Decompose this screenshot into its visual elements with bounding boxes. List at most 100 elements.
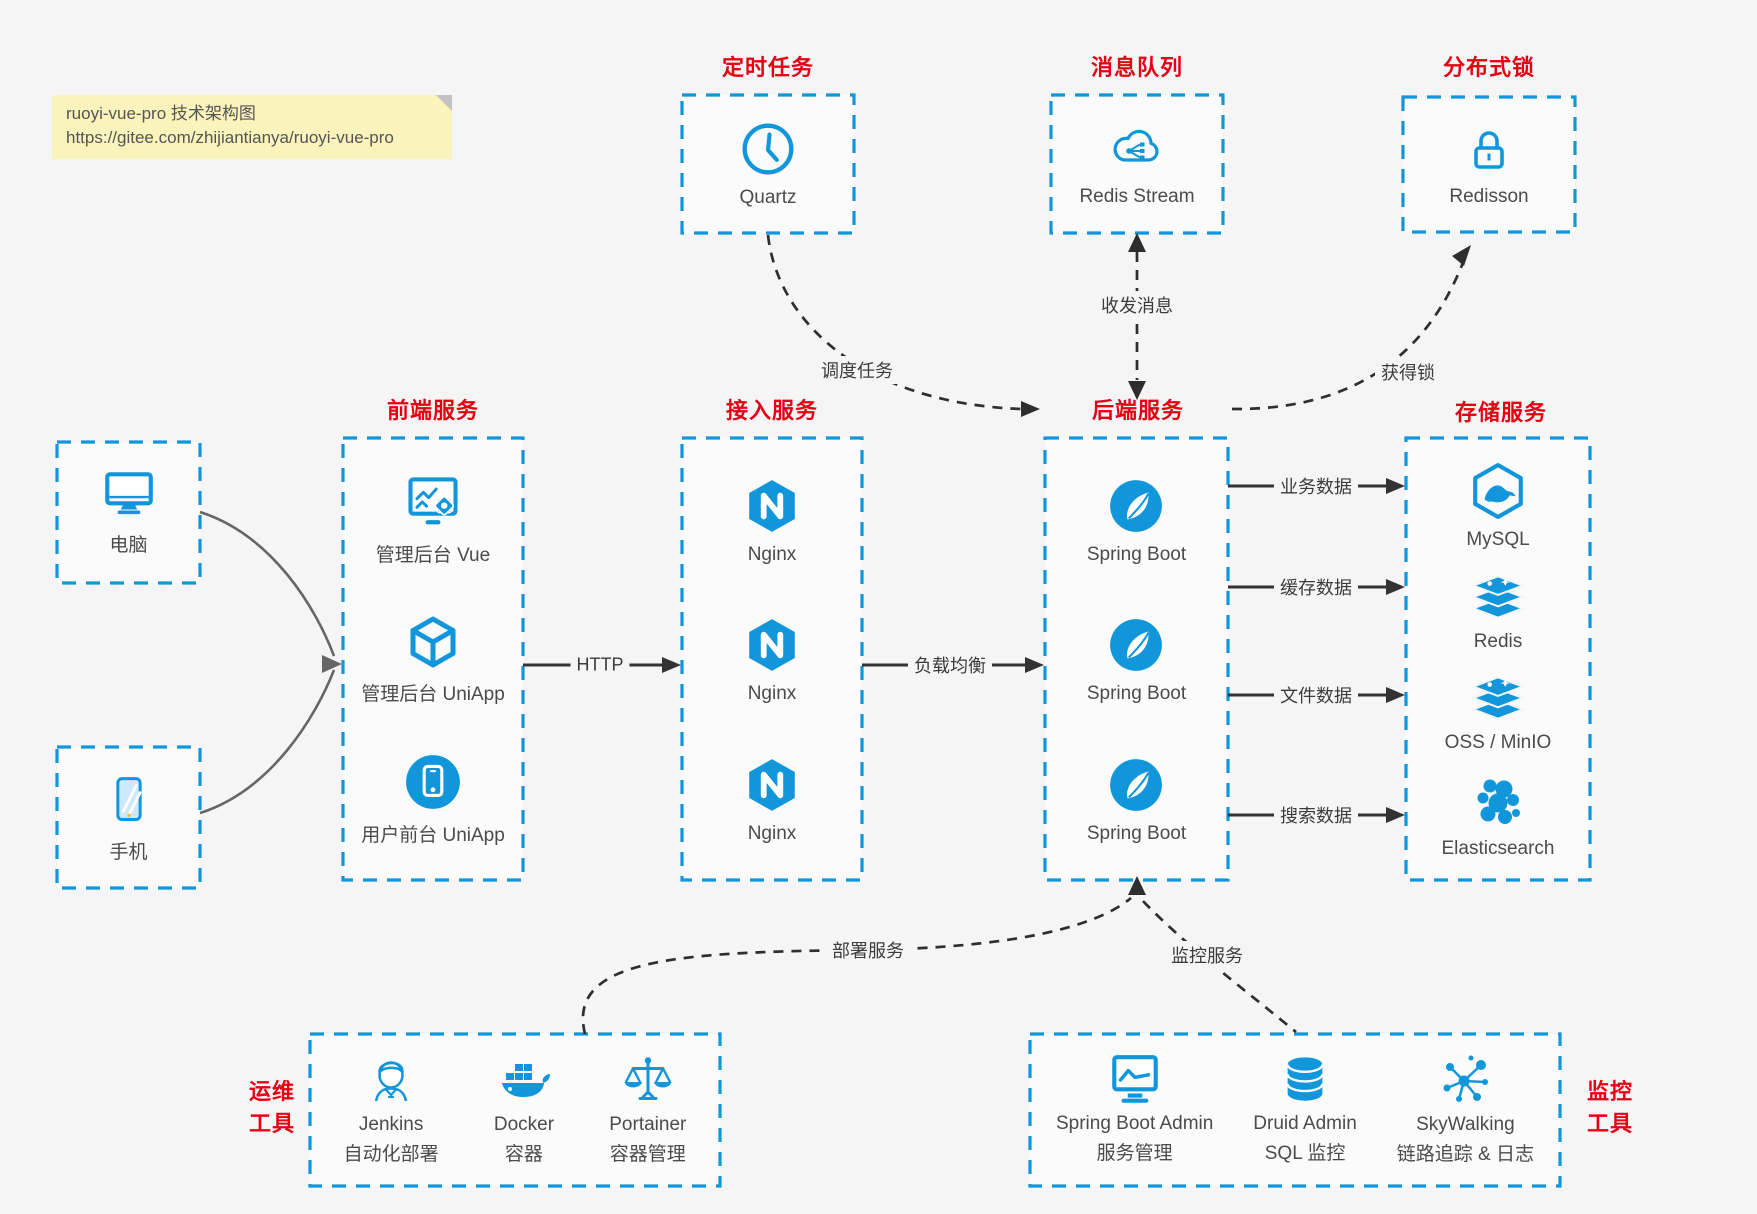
client-arrowhead — [322, 655, 342, 673]
frontend-column: 管理后台 Vue 管理后台 UniApp 用户前台 UniApp — [343, 438, 523, 880]
cloud-stream-icon — [1113, 129, 1159, 162]
node-label: Redis Stream — [1079, 185, 1195, 207]
edge-label-cache-data: 缓存数据 — [1274, 573, 1358, 601]
title-backend: 后端服务 — [1091, 398, 1185, 423]
gateway-node: Nginx — [743, 616, 801, 705]
frontend-node-uniapp-user: 用户前台 UniApp — [361, 753, 505, 847]
tool-desc: 自动化部署 — [343, 1144, 439, 1165]
title-lock: 分布式锁 — [1442, 55, 1536, 80]
tool-name: Portainer — [609, 1114, 687, 1135]
node-label: Nginx — [747, 683, 797, 705]
node-label: Spring Boot — [1086, 822, 1187, 844]
node-label: 管理后台 Vue — [375, 545, 491, 567]
edge-label-search-data: 搜索数据 — [1274, 801, 1358, 829]
nginx-icon — [749, 480, 795, 533]
frontend-node-vue: 管理后台 Vue — [376, 475, 490, 567]
node-label: Spring Boot — [1086, 544, 1187, 566]
node-label: OSS / MinIO — [1444, 732, 1552, 754]
tool-desc: 链路追踪 & 日志 — [1396, 1144, 1534, 1165]
edge-label-monitor: 监控服务 — [1165, 941, 1249, 969]
spring-icon — [1110, 758, 1163, 811]
gateway-node: Nginx — [743, 477, 801, 566]
tool-desc: SQL 监控 — [1264, 1143, 1346, 1164]
storage-node-oss: OSS / MinIO — [1444, 673, 1552, 754]
title-storage: 存储服务 — [1454, 400, 1548, 425]
client-label: 手机 — [109, 841, 148, 863]
client-label: 电脑 — [109, 534, 148, 556]
node-label: MySQL — [1466, 529, 1530, 551]
clock-icon — [742, 123, 794, 174]
backend-node: Spring Boot — [1087, 616, 1186, 705]
desktop-icon — [104, 471, 153, 514]
redis-stack-icon — [1470, 574, 1526, 619]
title-scheduler: 定时任务 — [721, 55, 815, 80]
mq-node: Redis Stream — [1051, 95, 1223, 233]
ops-node-jenkins: Jenkins 自动化部署 — [344, 1052, 439, 1168]
druid-icon — [1286, 1057, 1324, 1101]
deploy-curve — [581, 896, 1132, 1035]
pc-client-node: 电脑 — [57, 442, 200, 583]
docker-icon — [501, 1064, 550, 1097]
backend-node: Spring Boot — [1087, 756, 1186, 845]
lock-node: Redisson — [1403, 97, 1575, 232]
edge-label-business-data: 业务数据 — [1274, 472, 1358, 500]
backend-column: Spring Boot Spring Boot Spring Boot — [1045, 438, 1228, 880]
title-frontend: 前端服务 — [386, 398, 480, 423]
mobile-client-node: 手机 — [57, 747, 200, 888]
node-label: Redisson — [1449, 186, 1529, 207]
redis-stack-icon — [1470, 676, 1526, 721]
portainer-icon — [624, 1057, 672, 1100]
monitor-tools-group: Spring Boot Admin 服务管理 Druid Admin SQL 监… — [1030, 1034, 1560, 1186]
spring-boot-admin-icon — [1111, 1055, 1158, 1103]
edge-label-load-balance: 负载均衡 — [908, 651, 992, 679]
node-label: Spring Boot — [1086, 683, 1187, 705]
storage-node-elasticsearch: Elasticsearch — [1442, 775, 1555, 860]
spring-icon — [1110, 480, 1163, 533]
gear-glyph — [434, 496, 454, 516]
spring-icon — [1110, 619, 1163, 672]
skywalking-icon — [1443, 1055, 1489, 1102]
ops-tools-group: Jenkins 自动化部署 Docker 容器 Portainer — [310, 1034, 720, 1186]
lock-curve — [1231, 259, 1466, 411]
tool-desc: 容器管理 — [609, 1144, 686, 1165]
node-label: Redis — [1473, 630, 1523, 652]
uniapp-cube-icon — [410, 616, 456, 668]
storage-node-redis: Redis — [1469, 572, 1527, 653]
tool-desc: 容器 — [504, 1144, 543, 1165]
elasticsearch-icon — [1477, 779, 1520, 824]
tool-name: Druid Admin — [1253, 1113, 1357, 1134]
storage-column: MySQL Redis OSS / MinIO — [1406, 438, 1590, 880]
title-gateway: 接入服务 — [725, 398, 819, 423]
lock-icon — [1474, 131, 1504, 169]
nginx-icon — [749, 758, 795, 811]
note-fold-corner — [436, 95, 452, 111]
edge-label-file-data: 文件数据 — [1274, 681, 1358, 709]
monitor-node-druid: Druid Admin SQL 监控 — [1253, 1053, 1357, 1167]
edge-label-http: HTTP — [570, 653, 630, 677]
node-label: Elasticsearch — [1441, 837, 1555, 859]
note-url: https://gitee.com/zhijiantianya/ruoyi-vu… — [66, 128, 394, 147]
gateway-column: Nginx Nginx Nginx — [682, 438, 862, 880]
title-mq: 消息队列 — [1090, 55, 1184, 80]
mysql-icon — [1473, 463, 1523, 520]
storage-node-mysql: MySQL — [1466, 462, 1530, 551]
edge-label-schedule: 调度任务 — [815, 356, 899, 384]
monitor-node-skywalking: SkyWalking 链路追踪 & 日志 — [1397, 1052, 1534, 1168]
sticky-note: ruoyi-vue-pro 技术架构图 https://gitee.com/zh… — [52, 95, 452, 159]
edge-label-message: 收发消息 — [1095, 291, 1179, 319]
backend-node: Spring Boot — [1087, 477, 1186, 566]
node-label: 用户前台 UniApp — [361, 824, 505, 846]
node-label: Nginx — [747, 544, 797, 566]
tool-name: Docker — [493, 1114, 555, 1135]
edge-label-deploy: 部署服务 — [826, 936, 910, 964]
node-label: 管理后台 UniApp — [361, 683, 505, 705]
title-ops-tools: 运维 工具 — [248, 1079, 296, 1136]
tool-desc: 服务管理 — [1096, 1143, 1173, 1164]
tool-name: Spring Boot Admin — [1055, 1113, 1214, 1134]
user-uniapp-icon — [406, 754, 460, 809]
ops-node-docker: Docker 容器 — [494, 1052, 554, 1168]
edge-label-acquire-lock: 获得锁 — [1375, 358, 1441, 386]
frontend-node-uniapp-admin: 管理后台 UniApp — [361, 614, 505, 706]
node-label: Nginx — [747, 822, 797, 844]
monitor-node-sba: Spring Boot Admin 服务管理 — [1056, 1053, 1213, 1167]
